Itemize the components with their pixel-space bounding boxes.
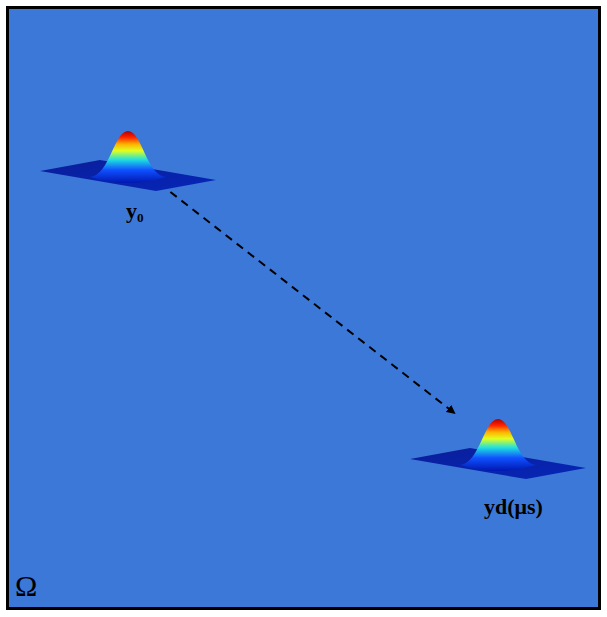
state-label: yd(μs) <box>484 496 543 518</box>
domain-region: Ωy₀ yd(μs) <box>6 6 601 610</box>
gaussian-bump <box>40 131 216 191</box>
domain-ground <box>6 6 601 610</box>
domain-label: Ω <box>15 571 37 601</box>
transport-arrow <box>170 192 455 414</box>
target-state: yd(μs) <box>410 414 586 480</box>
state-label: y₀ <box>126 200 144 222</box>
initial-state: y₀ <box>40 126 216 192</box>
gaussian-bump <box>410 419 586 479</box>
